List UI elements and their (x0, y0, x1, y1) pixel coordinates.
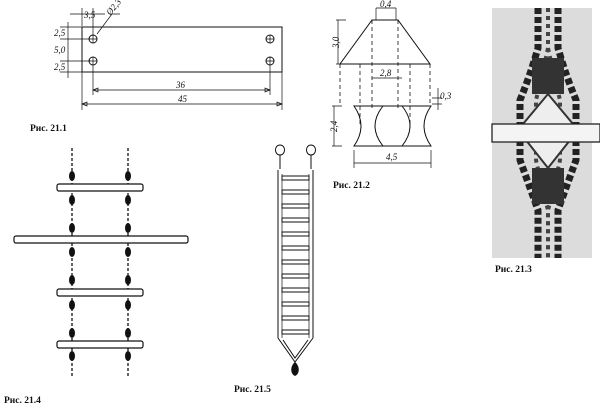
dim-label: 3,5 (83, 10, 96, 20)
dim-label: 36 (175, 80, 186, 90)
rung (56, 288, 144, 297)
block-bottom-saddle (353, 105, 432, 147)
figure-caption: Рис. 21.1 (30, 124, 67, 134)
slat-holes (88, 34, 275, 66)
dim-label: 2,5 (54, 28, 66, 38)
bottom-bridle (277, 337, 314, 363)
dim-label: Ø2,3 (103, 0, 123, 18)
figure-caption: Рис. 21.2 (333, 181, 370, 191)
dim-label: 4,5 (386, 152, 398, 162)
dim-label: 2,8 (380, 68, 392, 78)
figure-21-4: Рис. 21.4 (4, 148, 189, 406)
top-hooks (275, 144, 316, 169)
dim-label: 0,3 (440, 91, 452, 101)
dim-label: 0,4 (380, 0, 392, 9)
figure-caption: Рис. 21.5 (234, 385, 271, 395)
figure-21-2: 0,4 3,0 2,8 2,4 0,3 4,5 Рис. 21.2 (329, 0, 452, 191)
slat-outline (81, 26, 283, 73)
figure-21-3: Рис. 21.3 (491, 8, 600, 275)
rung (56, 340, 144, 349)
rung-crosspiece (491, 123, 600, 143)
dim-label: 3,0 (331, 36, 341, 49)
dim-label: 45 (178, 94, 188, 104)
dim-label: 5,0 (54, 45, 66, 55)
rung-long (13, 235, 189, 244)
block-top-trapezoid (339, 19, 431, 65)
figure-21-5: Рис. 21.5 (234, 144, 316, 395)
bottom-eye (291, 362, 299, 376)
rope-knots (69, 171, 131, 361)
figure-21-1: 3,5 Ø2,3 2,5 5,0 2,5 36 45 Рис. 21.1 (30, 0, 283, 134)
dim-label: 2,5 (54, 62, 66, 72)
rung (56, 183, 144, 192)
ladder-rungs (281, 175, 310, 335)
seizing-top (532, 58, 564, 94)
figure-caption: Рис. 21.4 (4, 396, 41, 406)
dim-label: 2,4 (329, 120, 339, 132)
seizing-bottom (532, 168, 564, 204)
figure-caption: Рис. 21.3 (495, 265, 532, 275)
